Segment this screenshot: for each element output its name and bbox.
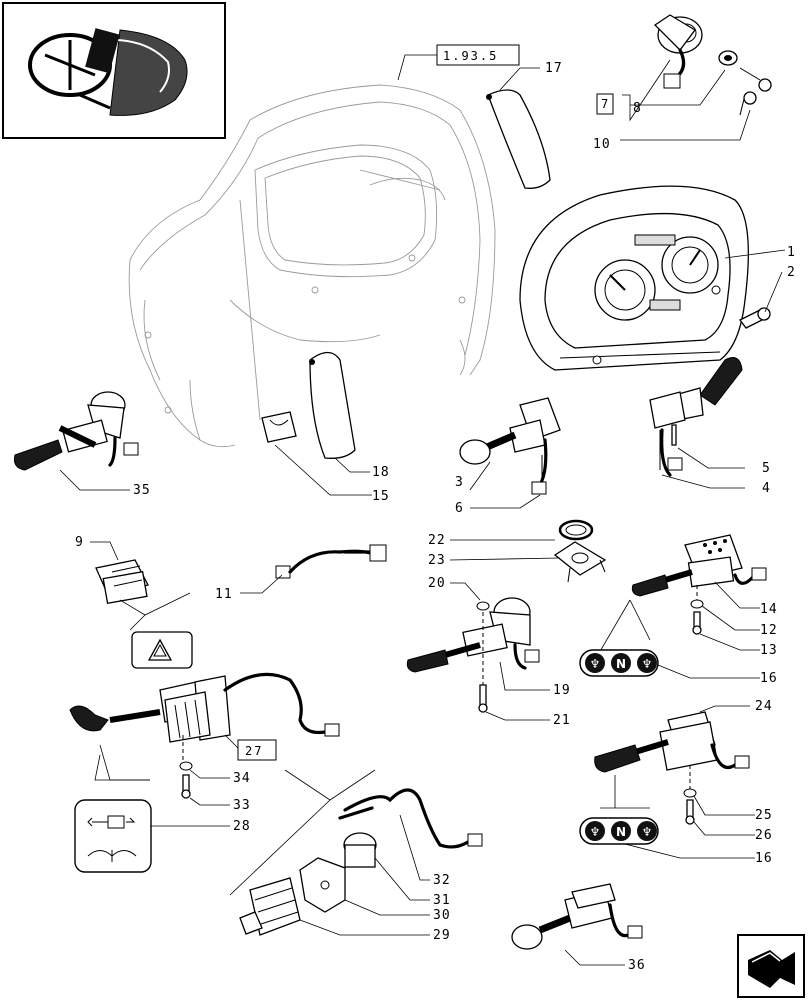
callout-2: 2 <box>787 265 796 280</box>
callout-19: 19 <box>553 683 571 698</box>
part-11-harness <box>240 544 387 594</box>
callout-18: 18 <box>372 465 390 480</box>
callout-8: 8 <box>633 101 642 116</box>
part-18-trim <box>309 351 370 473</box>
callout-1: 1 <box>787 245 796 260</box>
part-9-switch <box>90 541 191 616</box>
tractor-steering-wheel-thumbnail <box>2 2 226 139</box>
callout-24: 24 <box>755 699 773 714</box>
callout-6: 6 <box>455 501 464 516</box>
callout-28: 28 <box>233 819 251 834</box>
part-4-lever <box>649 357 745 489</box>
callout-5: 5 <box>762 461 771 476</box>
part-36-switch <box>511 883 643 966</box>
callout-4: 4 <box>762 481 771 496</box>
part-32-harness <box>338 788 483 881</box>
next-page-arrow-icon[interactable] <box>737 934 805 998</box>
cab-reference-text: 1.93.5 <box>443 49 498 63</box>
callout-15: 15 <box>372 489 390 504</box>
cab-reference[interactable]: 1.93.5 <box>397 44 520 81</box>
kit-7-reference: 7 <box>601 97 610 111</box>
callout-22: 22 <box>428 533 446 548</box>
part-15-clip <box>261 411 372 496</box>
callout-20: 20 <box>428 576 446 591</box>
callout-21: 21 <box>553 713 571 728</box>
part-3-switch <box>459 397 561 509</box>
part-24-switch <box>594 705 750 809</box>
callout-33: 33 <box>233 798 251 813</box>
part-25-washer <box>683 788 755 816</box>
part-30-bracket <box>299 857 430 916</box>
callout-9: 9 <box>75 535 84 550</box>
part-23-plate <box>449 541 607 583</box>
part-17-trim <box>486 67 551 189</box>
part-12-washer <box>690 599 760 631</box>
part-14-switch <box>594 534 767 661</box>
callout-14: 14 <box>760 602 778 617</box>
part-13-screw <box>692 611 760 651</box>
callout-32: 32 <box>433 873 451 888</box>
callout-35: 35 <box>133 483 151 498</box>
decal-neutral-label: N <box>616 657 626 671</box>
ignition-switch-kit <box>596 14 772 141</box>
decal-forward-symbol-2: ♆ <box>590 825 601 839</box>
callout-3: 3 <box>455 475 464 490</box>
callout-30: 30 <box>433 908 451 923</box>
part-26-screw <box>685 799 755 836</box>
callout-25: 25 <box>755 808 773 823</box>
callout-13: 13 <box>760 643 778 658</box>
callout-16-bottom: 16 <box>755 851 773 866</box>
hydraulic-symbol-decal <box>74 799 230 873</box>
part-31-connector <box>343 832 430 901</box>
callout-23: 23 <box>428 553 446 568</box>
part-20-washer <box>450 582 490 611</box>
callout-16-top: 16 <box>760 671 778 686</box>
decal-reverse-symbol: ♆ <box>642 657 653 671</box>
instrument-cluster <box>519 185 786 371</box>
part-19-switch <box>406 597 550 691</box>
decal-forward-symbol: ♆ <box>590 657 601 671</box>
callout-36: 36 <box>628 958 646 973</box>
decal-neutral-label-2: N <box>616 825 626 839</box>
part-27-switch: 27 <box>69 672 340 781</box>
part-34-washer <box>179 761 230 779</box>
part-21-screw <box>478 684 550 721</box>
callout-10: 10 <box>593 137 611 152</box>
shuttle-decal-bottom: ♆ N ♆ <box>579 817 755 859</box>
callout-26: 26 <box>755 828 773 843</box>
part-35-switch <box>14 391 139 491</box>
kit-27-reference: 27 <box>245 744 263 758</box>
callout-11: 11 <box>215 587 233 602</box>
callout-12: 12 <box>760 623 778 638</box>
hazard-triangle-icon <box>129 614 193 669</box>
part-22-oring <box>450 519 594 541</box>
callout-labels: 1 2 3 4 5 6 8 9 10 11 12 13 14 15 16 16 … <box>75 61 796 973</box>
part-33-screw <box>181 774 230 806</box>
decal-reverse-symbol-2: ♆ <box>642 825 653 839</box>
cab-dashboard-outline <box>128 84 496 448</box>
callout-34: 34 <box>233 771 251 786</box>
callout-31: 31 <box>433 893 451 908</box>
callout-29: 29 <box>433 928 451 943</box>
part-29-boot <box>239 877 430 936</box>
shuttle-decal-top: ♆ N ♆ <box>579 649 760 679</box>
callout-17: 17 <box>545 61 563 76</box>
